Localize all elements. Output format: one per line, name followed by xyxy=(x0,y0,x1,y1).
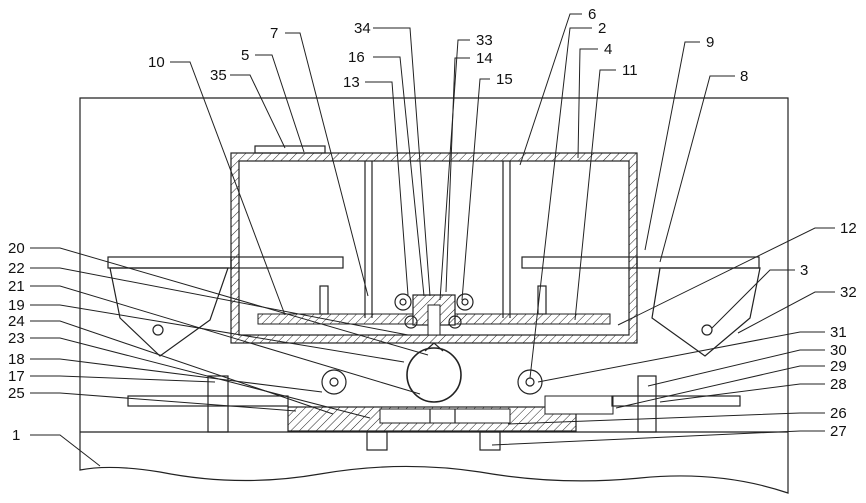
label-1: 1 xyxy=(12,427,20,444)
label-9: 9 xyxy=(706,34,714,51)
label-4: 4 xyxy=(604,41,612,58)
label-14: 14 xyxy=(476,50,493,67)
label-30: 30 xyxy=(830,342,847,359)
label-22: 22 xyxy=(8,260,25,277)
label-21: 21 xyxy=(8,278,25,295)
label-31: 31 xyxy=(830,324,847,341)
label-25: 25 xyxy=(8,385,25,402)
label-32: 32 xyxy=(840,284,857,301)
workbench xyxy=(128,376,740,450)
label-6: 6 xyxy=(588,6,596,23)
label-13: 13 xyxy=(343,74,360,91)
label-19: 19 xyxy=(8,297,25,314)
label-7: 7 xyxy=(270,25,278,42)
label-24: 24 xyxy=(8,313,25,330)
label-20: 20 xyxy=(8,240,25,257)
label-8: 8 xyxy=(740,68,748,85)
label-17: 17 xyxy=(8,368,25,385)
label-12: 12 xyxy=(840,220,857,237)
label-11: 11 xyxy=(622,62,638,79)
label-26: 26 xyxy=(830,405,847,422)
label-28: 28 xyxy=(830,376,847,393)
label-18: 18 xyxy=(8,351,25,368)
label-29: 29 xyxy=(830,358,847,375)
label-2: 2 xyxy=(598,20,606,37)
label-15: 15 xyxy=(496,71,513,88)
label-34: 34 xyxy=(354,20,371,37)
label-27: 27 xyxy=(830,423,847,440)
label-5: 5 xyxy=(241,47,249,64)
rollers xyxy=(322,343,542,402)
label-33: 33 xyxy=(476,32,493,49)
label-16: 16 xyxy=(348,49,365,66)
label-35: 35 xyxy=(210,67,227,84)
label-23: 23 xyxy=(8,330,25,347)
label-10: 10 xyxy=(148,54,165,71)
label-3: 3 xyxy=(800,262,808,279)
